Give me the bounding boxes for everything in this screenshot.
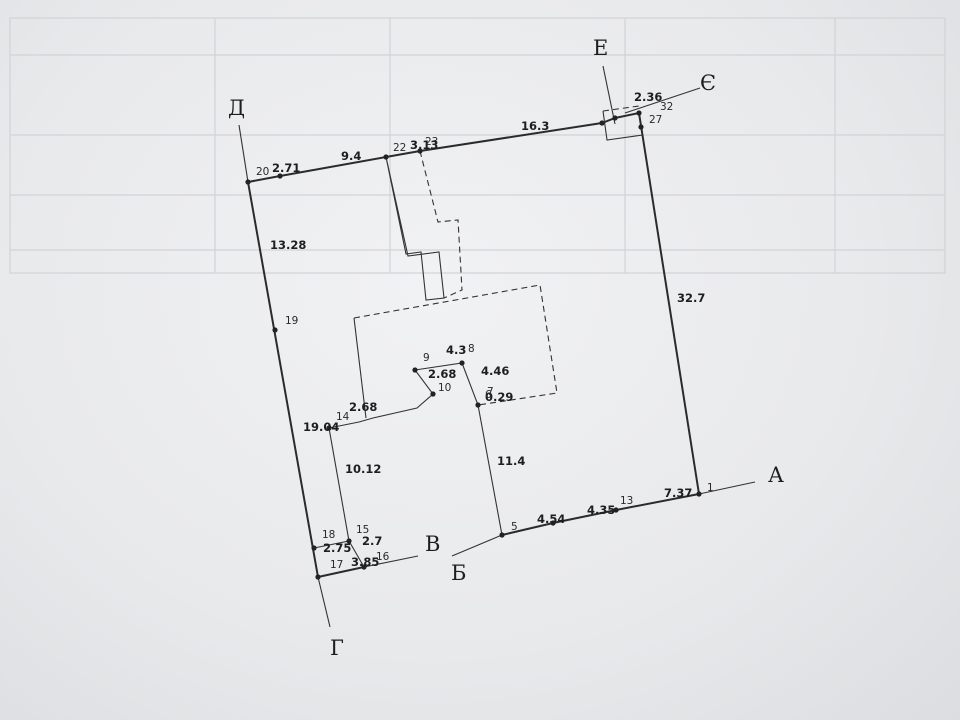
dimension-label: 2.36 xyxy=(634,90,662,104)
dimension-label: 9.4 xyxy=(341,149,361,163)
point-number: 16 xyxy=(376,551,390,563)
house-west-wall xyxy=(353,317,367,419)
vertex-22 xyxy=(383,154,389,160)
neighbor-label-ye: Є xyxy=(700,71,716,95)
vertex-9 xyxy=(412,367,418,373)
vertex-14 xyxy=(326,425,332,431)
inner-boundary-line xyxy=(328,362,503,536)
dimension-label: 2.71 xyxy=(272,161,300,175)
parcel-boundary-west xyxy=(247,181,319,578)
building-outline xyxy=(385,156,445,301)
vertex-19 xyxy=(272,327,278,333)
point-number: 9 xyxy=(423,352,430,364)
vertex-markers xyxy=(245,110,702,580)
shed-dashed-edge xyxy=(602,105,640,112)
parcel-boundary-south xyxy=(501,493,700,536)
point-number: 14 xyxy=(336,411,350,423)
extension-line-d xyxy=(238,124,249,183)
dimension-label: 11.4 xyxy=(497,454,525,468)
point-number: 10 xyxy=(438,382,451,394)
vertex-3 xyxy=(550,520,556,526)
inner-left-line xyxy=(328,427,350,542)
dimension-label: 4.35 xyxy=(587,503,615,517)
vertex-27 xyxy=(638,124,644,130)
point-number: 15 xyxy=(356,524,369,536)
dimension-label: 10.12 xyxy=(345,462,381,476)
neighbor-label-a: А xyxy=(768,463,784,487)
neighbor-label-e: Е xyxy=(593,36,608,60)
point-number: 23 xyxy=(425,136,438,148)
point-number: 13 xyxy=(620,495,633,507)
vertex-24 xyxy=(599,120,605,126)
point-number: 17 xyxy=(330,559,343,571)
extension-line-a xyxy=(698,481,756,495)
extension-line-e xyxy=(602,65,616,125)
neighbor-label-b: Б xyxy=(451,561,466,585)
dimension-label: 4.46 xyxy=(481,364,509,378)
dimension-label: 4.54 xyxy=(537,512,565,526)
building-dashed-outline xyxy=(419,150,463,299)
dimension-label: 16.3 xyxy=(521,119,549,133)
vertex-23 xyxy=(417,148,423,154)
dimension-label: 4.3 xyxy=(446,343,466,357)
point-number: 32 xyxy=(660,101,673,113)
shed-outline xyxy=(602,110,644,141)
vertex-1 xyxy=(696,491,702,497)
dimension-label: 19.04 xyxy=(303,420,339,434)
point-number: 7 xyxy=(487,386,494,398)
vertex-20 xyxy=(245,179,251,185)
dimension-label: 13.28 xyxy=(270,238,306,252)
vertex-16 xyxy=(361,564,367,570)
point-number: 6 xyxy=(485,389,492,401)
vertex-2 xyxy=(613,507,619,513)
point-number: 19 xyxy=(285,315,298,327)
point-number: 8 xyxy=(468,343,475,355)
parcel-boundary-sw xyxy=(317,566,365,578)
dimension-label: 3.85 xyxy=(351,555,379,569)
parcel-boundary-north xyxy=(247,112,640,183)
vertex-6 xyxy=(475,402,481,408)
background-table-ghost xyxy=(9,17,946,274)
vertex-10 xyxy=(430,391,436,397)
dimension-label: 2.7 xyxy=(362,534,382,548)
extension-line-v xyxy=(363,555,419,568)
dimension-label: 3.13 xyxy=(410,138,438,152)
neighbor-label-d: Д xyxy=(228,96,245,120)
dimension-label: 0.29 xyxy=(485,390,513,404)
point-number: 5 xyxy=(511,521,518,533)
dimension-label: 2.68 xyxy=(349,400,377,414)
dimension-label: 2.68 xyxy=(428,367,456,381)
dimension-label: 7.37 xyxy=(664,486,692,500)
extension-line-g xyxy=(317,576,331,628)
point-number: 20 xyxy=(256,166,269,178)
vertex-8 xyxy=(459,360,465,366)
neighbor-label-g: Г xyxy=(330,636,344,660)
dimension-label: 32.7 xyxy=(677,291,705,305)
vertex-18 xyxy=(311,545,317,551)
point-number: 18 xyxy=(322,529,335,541)
dimension-label: 2.75 xyxy=(323,541,351,555)
vertex-25 xyxy=(612,115,618,121)
extension-line-b xyxy=(451,534,503,557)
extension-line-ye xyxy=(624,87,701,114)
vertex-5 xyxy=(499,532,505,538)
point-number: 22 xyxy=(393,142,406,154)
vertex-26 xyxy=(636,110,642,116)
point-number: 27 xyxy=(649,114,662,126)
neighbor-label-v: В xyxy=(425,532,440,556)
vertex-21 xyxy=(277,173,283,179)
vertex-15 xyxy=(346,538,352,544)
parcel-boundary-east xyxy=(638,112,700,495)
house-footprint-dashed xyxy=(353,284,558,406)
point-number: 1 xyxy=(707,482,714,494)
vertex-17 xyxy=(315,574,321,580)
